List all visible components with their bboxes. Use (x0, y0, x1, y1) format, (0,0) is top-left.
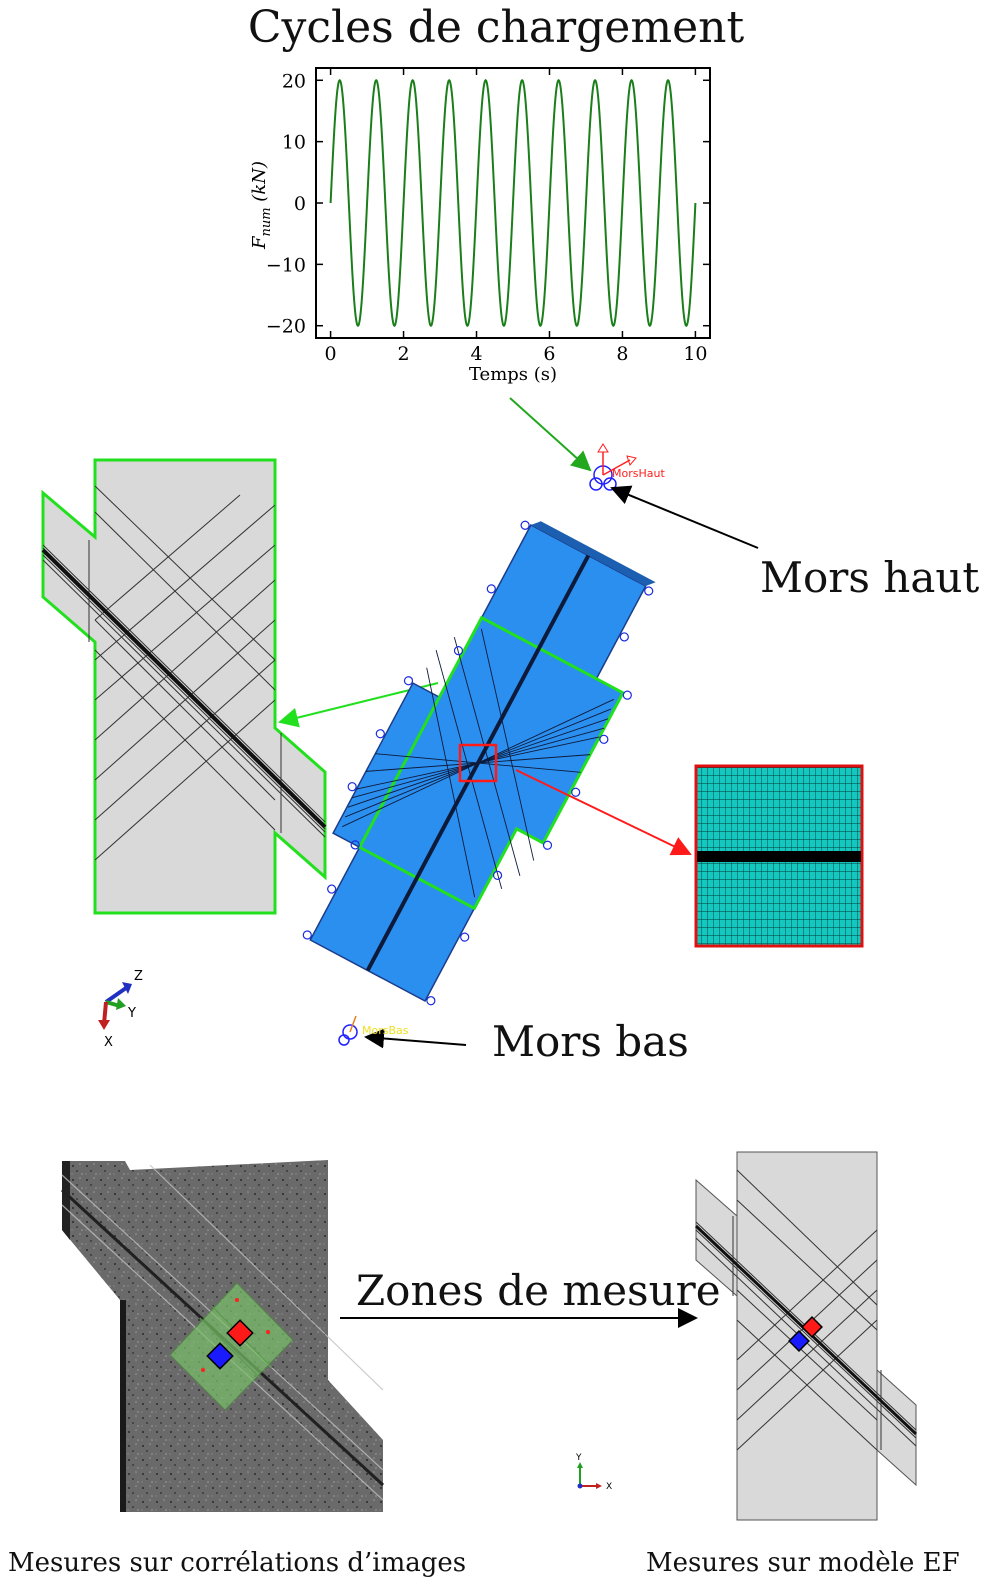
y-tick-label: 10 (282, 132, 306, 154)
y-tick-label: −20 (266, 316, 306, 338)
morsbas-tag: MorsBas (362, 1024, 409, 1037)
label-zones-de-mesure: Zones de mesure (356, 1266, 721, 1315)
chart-title: Cycles de chargement (247, 2, 745, 53)
x-tick-label: 8 (616, 343, 628, 365)
loading-cycles-chart: 20 10 0 −10 −20 0 2 4 6 8 10 Fnum (kN) Temps (s) (249, 67, 711, 385)
small-axis-icon (577, 1462, 602, 1489)
x-tick-label: 0 (325, 343, 337, 365)
y-axis-label: Fnum (kN) (249, 161, 274, 250)
label-mors-bas: Mors bas (492, 1017, 689, 1066)
mesh-zoom-panel (694, 764, 864, 948)
x-tick-label: 6 (543, 343, 555, 365)
x-tick-label: 2 (398, 343, 410, 365)
mors-bas-arrow (364, 1028, 467, 1049)
morshaut-tag: MorsHaut (612, 467, 665, 480)
caption-dic: Mesures sur corrélations d’images (8, 1548, 467, 1578)
x-tick-group: 0 2 4 6 8 10 (325, 68, 708, 365)
zone-to-mesh-arrow (515, 769, 692, 856)
x-axis-label: Temps (s) (469, 364, 557, 385)
measurement-comparison: Y X (60, 1151, 918, 1521)
axis-triad-icon (98, 982, 132, 1030)
chart-to-clamp-arrow (509, 397, 592, 472)
y-tick-label: −10 (266, 254, 306, 276)
blue-specimen (302, 520, 656, 1006)
specimen-zoom-panel (41, 458, 327, 915)
y-tick-label: 20 (282, 70, 306, 92)
y-tick-group: 20 10 0 −10 −20 (266, 70, 710, 338)
small-axis-y-label: Y (575, 1453, 582, 1463)
bottom-clamp-icon (338, 1015, 358, 1046)
dic-photo (60, 1160, 385, 1512)
label-mors-haut: Mors haut (760, 553, 980, 602)
force-curve (329, 78, 697, 328)
axis-z-label: Z (134, 969, 143, 984)
fe-model-panel (694, 1151, 918, 1521)
top-clamp-icon (589, 443, 637, 491)
small-axis-x-label: X (606, 1482, 612, 1492)
y-tick-label: 0 (294, 193, 306, 215)
specimen-diagram: MorsHaut (41, 397, 864, 1050)
mors-haut-arrow (610, 485, 759, 549)
x-tick-label: 10 (683, 343, 707, 365)
axis-x-label: X (104, 1035, 113, 1050)
x-tick-label: 4 (470, 343, 482, 365)
caption-fe-model: Mesures sur modèle EF (646, 1548, 960, 1578)
axis-y-label: Y (127, 1006, 136, 1021)
